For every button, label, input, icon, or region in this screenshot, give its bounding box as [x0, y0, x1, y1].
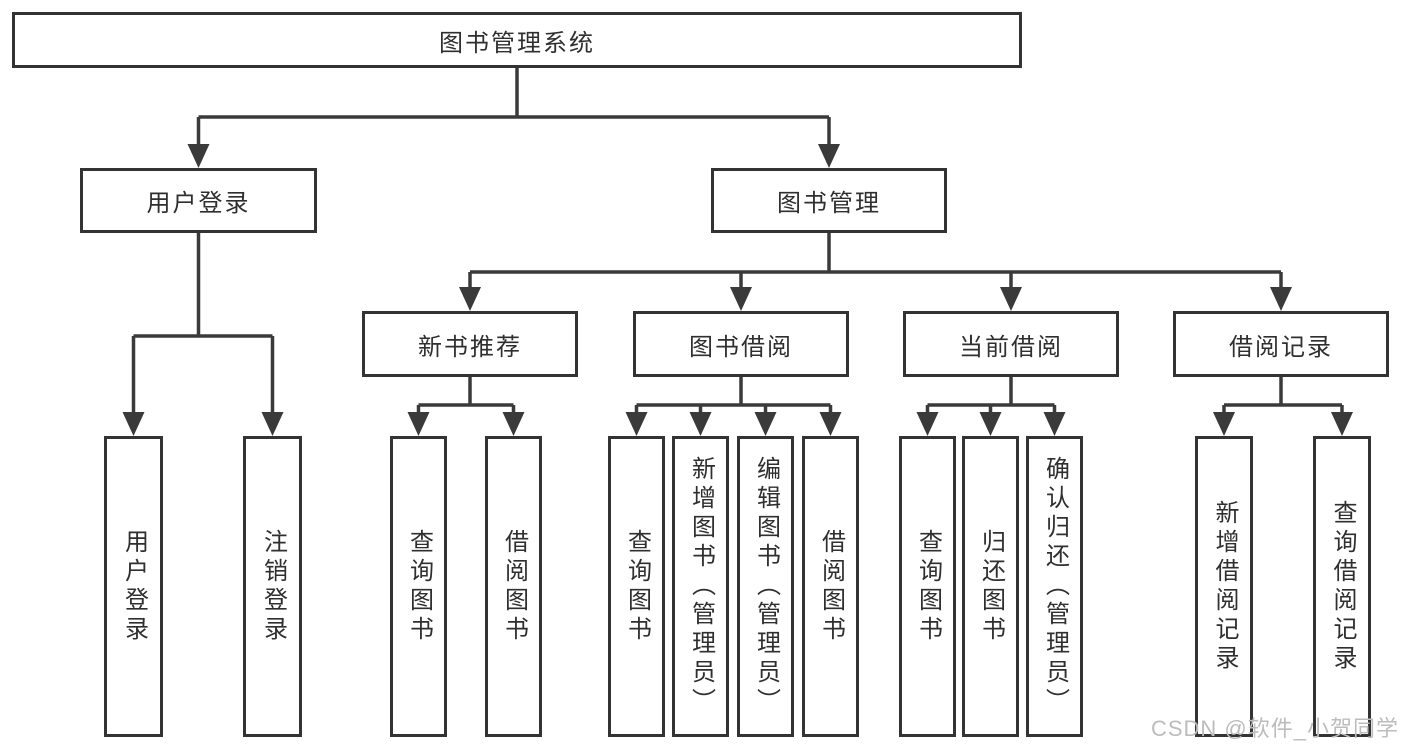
- node-new-book-recommend: 新书推荐: [362, 311, 578, 377]
- leaf-borrow-add-books-admin-label: 新增图书（管理员）: [687, 456, 715, 717]
- node-root-label: 图书管理系统: [439, 29, 595, 57]
- leaf-user-login-label: 用户登录: [120, 528, 148, 645]
- node-borrow-records: 借阅记录: [1173, 311, 1389, 377]
- node-user-login: 用户登录: [80, 168, 317, 233]
- node-book-borrow-label: 图书借阅: [689, 333, 793, 361]
- node-new-book-recommend-label: 新书推荐: [418, 333, 522, 361]
- leaf-current-return-books-label: 归还图书: [977, 528, 1005, 645]
- leaf-borrow-edit-books-admin: 编辑图书（管理员）: [737, 436, 794, 737]
- leaf-borrow-query-books-label: 查询图书: [623, 528, 651, 645]
- leaf-record-query: 查询借阅记录: [1313, 436, 1371, 737]
- leaf-current-confirm-return-admin-label: 确认归还（管理员）: [1041, 456, 1069, 717]
- arrowheads: [122, 117, 1353, 436]
- leaf-recommend-query-books: 查询图书: [390, 436, 447, 737]
- leaf-current-query-books: 查询图书: [899, 436, 956, 737]
- leaf-recommend-query-books-label: 查询图书: [405, 528, 433, 645]
- leaf-borrow-borrow-books: 借阅图书: [802, 436, 859, 737]
- node-book-management-label: 图书管理: [777, 190, 881, 217]
- leaf-record-add: 新增借阅记录: [1195, 436, 1253, 737]
- node-current-borrow-label: 当前借阅: [959, 333, 1063, 361]
- leaf-record-add-label: 新增借阅记录: [1211, 499, 1238, 674]
- leaf-current-confirm-return-admin: 确认归还（管理员）: [1026, 436, 1083, 737]
- node-root-system: 图书管理系统: [12, 12, 1022, 68]
- node-user-login-label: 用户登录: [146, 190, 251, 217]
- leaf-borrow-query-books: 查询图书: [608, 436, 665, 737]
- leaf-user-login: 用户登录: [104, 436, 163, 737]
- leaf-current-return-books: 归还图书: [962, 436, 1019, 737]
- leaf-borrow-add-books-admin: 新增图书（管理员）: [672, 436, 729, 737]
- leaf-borrow-borrow-books-label: 借阅图书: [817, 528, 845, 645]
- node-book-borrow: 图书借阅: [633, 311, 849, 377]
- leaf-logout-login: 注销登录: [243, 436, 302, 737]
- node-current-borrow: 当前借阅: [903, 311, 1119, 377]
- leaf-recommend-borrow-books: 借阅图书: [485, 436, 542, 737]
- node-book-management: 图书管理: [711, 168, 947, 233]
- watermark: CSDN @软件_小贺同学: [1150, 716, 1399, 741]
- leaf-recommend-borrow-books-label: 借阅图书: [500, 528, 528, 645]
- leaf-record-query-label: 查询借阅记录: [1329, 499, 1356, 674]
- leaf-logout-login-label: 注销登录: [259, 528, 287, 645]
- node-borrow-records-label: 借阅记录: [1229, 333, 1333, 361]
- leaf-borrow-edit-books-admin-label: 编辑图书（管理员）: [752, 456, 780, 717]
- leaf-current-query-books-label: 查询图书: [914, 528, 942, 645]
